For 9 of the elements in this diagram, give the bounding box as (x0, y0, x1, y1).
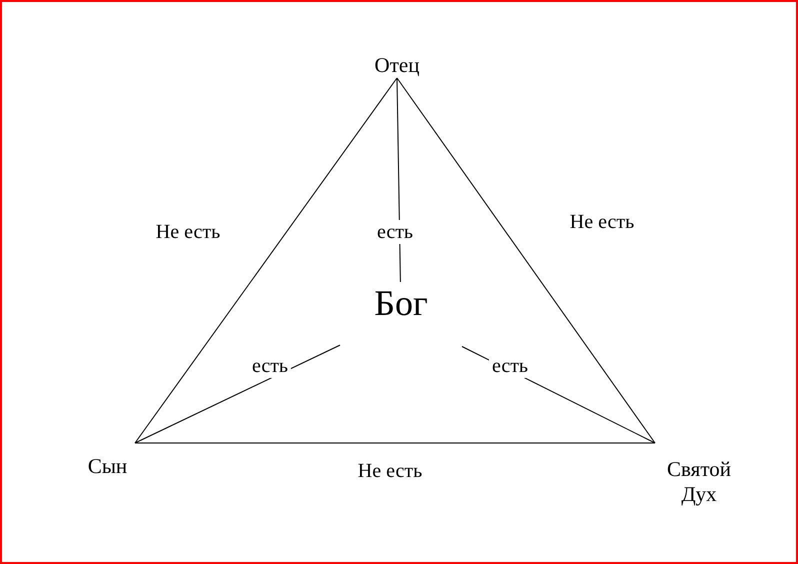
node-label: Святой Дух (666, 456, 732, 507)
node-label: Сын (88, 454, 128, 479)
connector-line (134, 442, 656, 444)
connector-line (396, 78, 401, 282)
node-label: Бог (374, 282, 428, 325)
node-label: Отец (374, 52, 420, 78)
connector-line (134, 344, 340, 444)
connector-line (396, 78, 656, 444)
connector-line (134, 78, 398, 444)
